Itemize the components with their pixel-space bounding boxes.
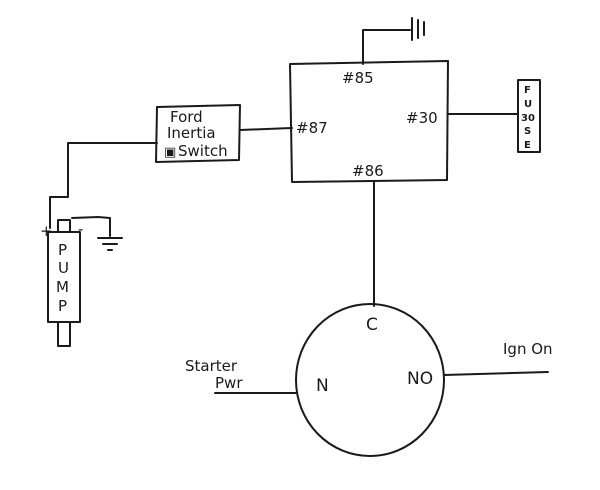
wire-inertia-pump [49,142,158,229]
pump-letter-2: U [58,259,69,277]
switch-common: C [366,315,378,335]
pump-top-terminal [57,219,71,233]
ignition-switch-circle [295,303,445,457]
ground-symbol-top [411,17,425,41]
ignition-switch: C N NO [214,303,549,457]
fuse-letter-3: 30 [521,113,535,124]
starter-pwr-label-1: Starter [185,357,238,375]
inertia-switch-line3: Switch [178,142,228,160]
relay: #85 #87 #30 #86 [289,60,449,183]
pump-plus: + [40,222,53,240]
relay-pin-85: #85 [342,69,374,87]
fuse-letter-4: S [524,126,531,137]
fuse-letter-2: U [524,99,532,110]
inertia-switch-line2: Inertia [167,124,216,142]
fuse-letter-1: F [524,85,531,96]
wire-87-inertia [239,127,293,131]
relay-box [289,60,449,183]
pump-letter-4: P [58,297,67,315]
relay-pin-30: #30 [406,109,438,127]
relay-pin-86: #86 [352,162,384,180]
pump-ground [71,216,123,251]
ign-on-label: Ign On [503,340,553,358]
ground-symbol-pump [97,237,123,251]
pump-bottom-shaft [57,321,71,347]
pump-minus: - [78,220,83,238]
inertia-switch-mark: ▣ [164,145,176,160]
relay-pin-87: #87 [296,119,328,137]
starter-pwr-label-2: Pwr [215,374,243,392]
pump-letter-3: M [56,278,69,296]
inertia-switch: Ford Inertia ▣ Switch [155,104,293,163]
wire-85-ground [362,29,411,65]
pump-letter-1: P [58,241,67,259]
fuse-letter-5: E [524,140,531,151]
fuse-body [517,79,541,153]
wire-ign-on [443,371,549,376]
switch-normally-open: NO [407,369,433,389]
fuel-pump: + - P U M P [40,219,83,347]
wire-pump-ground [71,216,111,237]
relay-ground [362,17,425,65]
switch-normally-closed: N [316,376,329,396]
inertia-switch-line1: Ford [170,108,203,126]
fuse: F U 30 S E [447,79,541,153]
